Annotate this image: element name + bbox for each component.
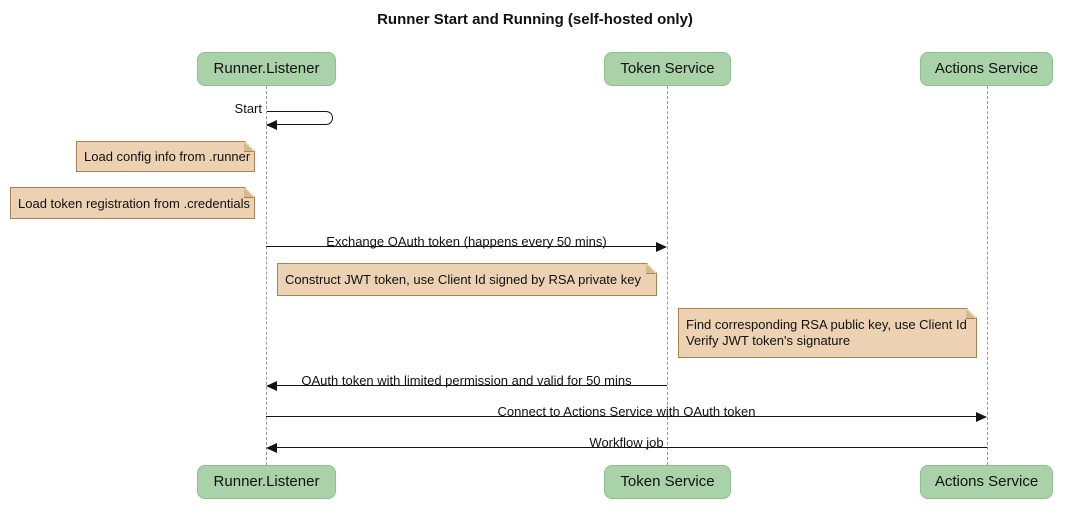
note-load-token-registration: Load token registration from .credential… (10, 187, 255, 219)
actor-token-service-bottom: Token Service (604, 465, 731, 499)
message-label: Exchange OAuth token (happens every 50 m… (326, 234, 607, 249)
note-fold-icon (966, 309, 976, 319)
message-label: Start (234, 101, 262, 116)
actor-actions-service-bottom: Actions Service (920, 465, 1053, 499)
actor-runner-listener-top: Runner.Listener (197, 52, 336, 86)
message-label: Workflow job (589, 435, 664, 450)
message-line (266, 246, 660, 247)
arrowhead-right-icon (656, 242, 667, 252)
note-text: Construct JWT token, use Client Id signe… (285, 272, 641, 287)
note-text: Load config info from .runner (84, 149, 251, 164)
arrowhead-right-icon (976, 412, 987, 422)
note-fold-icon (244, 142, 254, 152)
lifeline-token-service (667, 86, 668, 465)
arrowhead-left-icon (266, 443, 277, 453)
note-load-config: Load config info from .runner (76, 141, 255, 172)
actor-actions-service-top: Actions Service (920, 52, 1053, 86)
note-fold-icon (244, 188, 254, 198)
note-construct-jwt: Construct JWT token, use Client Id signe… (277, 263, 657, 296)
note-text-line-2: Verify JWT token's signature (686, 333, 851, 348)
message-line (266, 416, 980, 417)
diagram-title: Runner Start and Running (self-hosted on… (377, 11, 693, 28)
note-text: Load token registration from .credential… (18, 195, 250, 211)
lifeline-runner-listener (266, 86, 267, 465)
arrowhead-left-icon (266, 120, 277, 130)
note-fold-icon (646, 264, 656, 274)
self-loop-line (267, 111, 333, 125)
arrowhead-left-icon (266, 381, 277, 391)
note-verify-jwt: Find corresponding RSA public key, use C… (678, 308, 977, 358)
message-line (273, 447, 987, 448)
actor-token-service-top: Token Service (604, 52, 731, 86)
note-text-line-1: Find corresponding RSA public key, use C… (686, 317, 967, 332)
message-label: OAuth token with limited permission and … (301, 373, 632, 388)
message-line (273, 385, 667, 386)
message-label: Connect to Actions Service with OAuth to… (497, 404, 756, 419)
actor-runner-listener-bottom: Runner.Listener (197, 465, 336, 499)
lifeline-actions-service (987, 86, 988, 465)
